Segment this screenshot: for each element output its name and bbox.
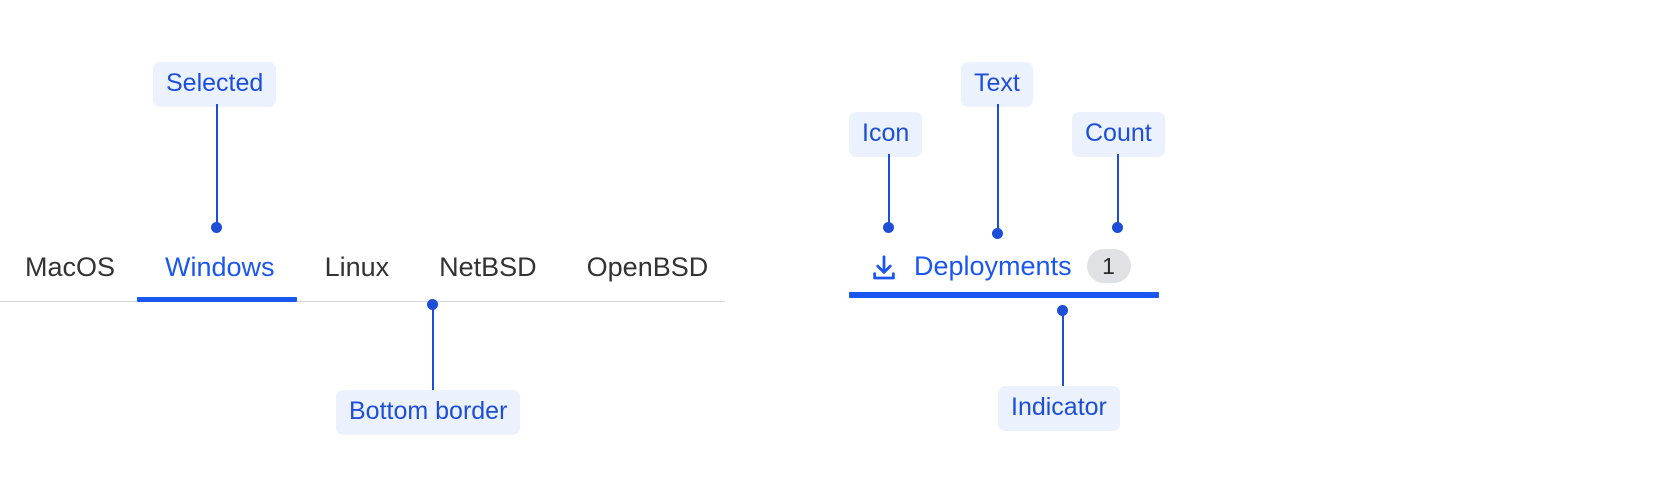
leader-line-indicator <box>1062 310 1064 386</box>
leader-dot-text <box>992 228 1003 239</box>
deployments-count-badge: 1 <box>1086 249 1131 283</box>
tab-openbsd[interactable]: OpenBSD <box>586 252 709 282</box>
annotation-selected: Selected <box>153 62 277 107</box>
leader-line-text <box>997 104 999 232</box>
annotation-count: Count <box>1072 112 1165 157</box>
tab-netbsd[interactable]: NetBSD <box>439 252 537 282</box>
right-tab-bar: Deployments 1 <box>849 240 1161 302</box>
deployments-active-indicator <box>849 292 1159 298</box>
annotation-bottom-border: Bottom border <box>336 390 521 435</box>
tab-deployments[interactable]: Deployments 1 <box>869 240 1131 292</box>
tab-bar-bottom-border <box>0 301 725 302</box>
download-icon <box>869 250 899 283</box>
leader-dot-icon <box>883 222 894 233</box>
tab-macos[interactable]: MacOS <box>25 252 116 282</box>
left-tab-list: MacOS Windows Linux NetBSD OpenBSD <box>0 245 733 302</box>
leader-dot-selected <box>211 222 222 233</box>
annotation-icon: Icon <box>849 112 923 157</box>
tab-deployments-label: Deployments <box>914 250 1072 281</box>
annotation-indicator: Indicator <box>998 386 1120 431</box>
left-tab-bar: MacOS Windows Linux NetBSD OpenBSD <box>0 245 725 303</box>
leader-line-selected <box>216 104 218 226</box>
annotation-text: Text <box>961 62 1033 107</box>
tab-windows[interactable]: Windows <box>165 252 275 282</box>
leader-line-bottom-border <box>432 304 434 390</box>
active-tab-indicator <box>137 297 297 302</box>
tab-linux[interactable]: Linux <box>324 252 390 282</box>
leader-line-icon <box>888 154 890 226</box>
leader-dot-count <box>1112 222 1123 233</box>
leader-line-count <box>1117 154 1119 226</box>
